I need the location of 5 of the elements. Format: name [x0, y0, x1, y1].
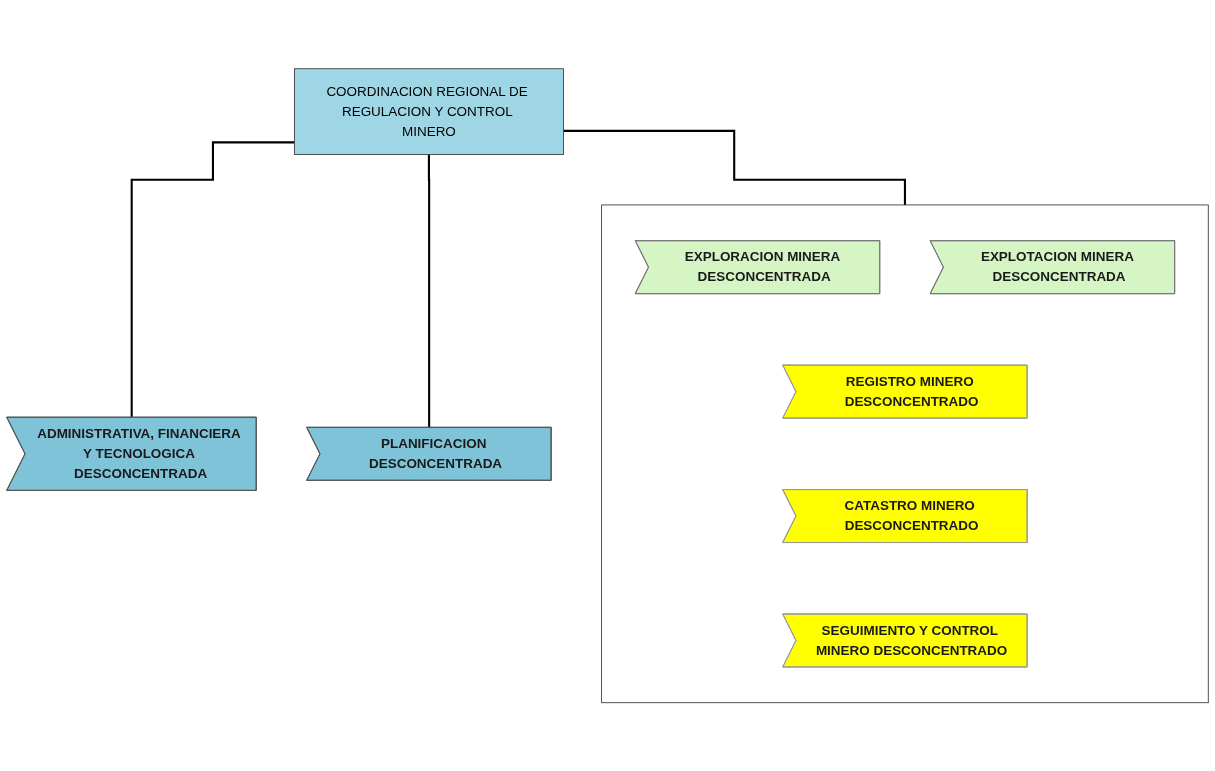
connector	[130, 141, 295, 419]
cluster	[601, 204, 1209, 703]
node-box: COORDINACION REGIONAL DE REGULACION Y CONTROL MINERO	[293, 68, 564, 155]
connector	[427, 153, 431, 429]
connector	[563, 129, 906, 206]
